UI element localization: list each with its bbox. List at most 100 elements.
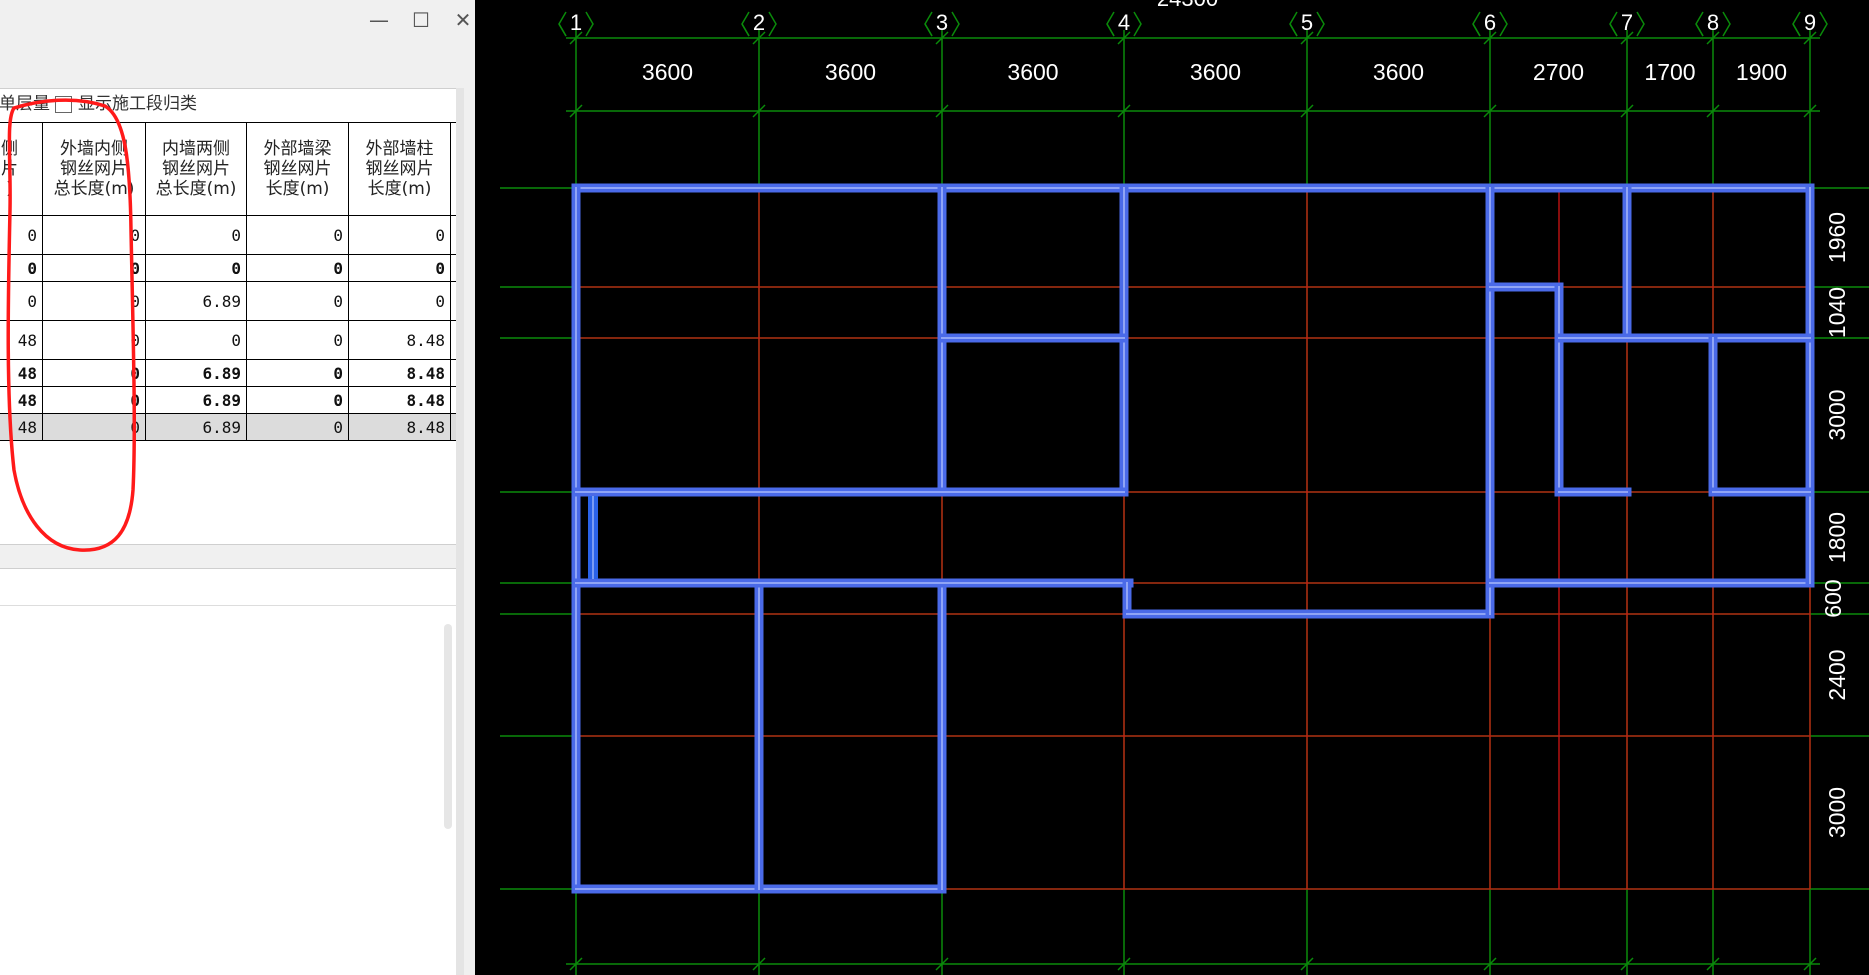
axis-label: 6	[1484, 10, 1496, 35]
table-cell[interactable]: 0	[348, 215, 451, 255]
table-cell[interactable]: 48	[0, 413, 43, 441]
construction-segment-checkbox[interactable]	[55, 96, 72, 113]
dimension-tick	[752, 104, 766, 118]
dimension-tick	[1803, 31, 1817, 45]
walls[interactable]	[571, 183, 1815, 894]
maximize-icon[interactable]: ☐	[412, 8, 430, 32]
dimension-tick	[1117, 957, 1131, 971]
table-cell[interactable]: 0	[42, 386, 146, 414]
top-dimension-label: 1700	[1644, 59, 1695, 85]
display-options-bar: 单层量 显示施工段归类	[0, 89, 460, 119]
dimension-tick	[935, 31, 949, 45]
dimension-tick	[1706, 957, 1720, 971]
dimension-tick	[1483, 104, 1497, 118]
table-cell[interactable]: 0	[0, 281, 43, 321]
table-cell[interactable]: 0	[0, 215, 43, 255]
table-cell[interactable]: 0	[42, 359, 146, 387]
dimension-tick	[1620, 104, 1634, 118]
axis-bubble-2[interactable]: 2	[741, 10, 777, 37]
axis-bubble-edge	[1106, 23, 1115, 37]
dimension-tick	[1483, 31, 1497, 45]
table-cell[interactable]: 0	[145, 215, 247, 255]
axis-label: 7	[1621, 10, 1633, 35]
dimension-tick	[935, 104, 949, 118]
axis-bubble-edge	[1289, 23, 1298, 37]
table-cell[interactable]: 0	[42, 320, 146, 360]
table-cell[interactable]: 0	[42, 254, 146, 282]
column-header-c1[interactable]: 外墙内侧 钢丝网片 总长度(m)	[42, 122, 146, 216]
table-cell[interactable]: 0	[246, 254, 349, 282]
dimension-tick	[1803, 104, 1817, 118]
table-cell[interactable]: 0	[246, 320, 349, 360]
table-cell[interactable]: 6.89	[145, 386, 247, 414]
side-dimension-label: 1800	[1824, 512, 1850, 563]
top-dimension-label: 3600	[825, 59, 876, 85]
minimize-icon[interactable]: —	[369, 8, 389, 32]
table-cell[interactable]: 0	[145, 320, 247, 360]
dimension-tick	[1620, 31, 1634, 45]
panel-scrollbar[interactable]	[456, 88, 464, 975]
axis-bubble-1[interactable]: 1	[558, 10, 594, 37]
table-cell[interactable]: 0	[348, 281, 451, 321]
dimension-tick	[1483, 957, 1497, 971]
column-header-c4[interactable]: 外部墙柱 钢丝网片 长度(m)	[348, 122, 451, 216]
table-cell[interactable]: 8.48	[348, 320, 451, 360]
table-cell[interactable]: 0	[348, 254, 451, 282]
axis-bubble-7[interactable]: 7	[1609, 10, 1645, 37]
column-header-c2[interactable]: 内墙两侧 钢丝网片 总长度(m)	[145, 122, 247, 216]
axis-bubble-3[interactable]: 3	[924, 10, 960, 37]
table-cell[interactable]: 0	[42, 215, 146, 255]
table-cell[interactable]: 8.48	[348, 359, 451, 387]
side-dimension-label: 1040	[1824, 287, 1850, 338]
dimension-tick	[1300, 104, 1314, 118]
axis-label: 1	[570, 10, 582, 35]
table-cell[interactable]: 6.89	[145, 359, 247, 387]
table-cell[interactable]: 0	[246, 359, 349, 387]
dimension-tick	[569, 957, 583, 971]
table-cell[interactable]	[450, 413, 459, 441]
table-cell[interactable]: 8.48	[348, 413, 451, 441]
axis-bubble-4[interactable]: 4	[1106, 10, 1142, 37]
table-cell[interactable]: 6.89	[145, 281, 247, 321]
table-cell[interactable]: 0	[145, 254, 247, 282]
table-cell[interactable]: 6.89	[145, 413, 247, 441]
top-dimension-label: 3600	[1007, 59, 1058, 85]
top-dimension-label: 1900	[1736, 59, 1787, 85]
top-dimension-label: 3600	[642, 59, 693, 85]
table-cell[interactable]: 48	[0, 386, 43, 414]
column-header-c3[interactable]: 外部墙梁 钢丝网片 长度(m)	[246, 122, 349, 216]
detail-scrollbar[interactable]	[444, 624, 452, 829]
table-cell[interactable]: 0	[246, 386, 349, 414]
axis-bubble-6[interactable]: 6	[1472, 10, 1508, 37]
axis-bubble-9[interactable]: 9	[1792, 10, 1828, 37]
table-cell[interactable]: 48	[0, 359, 43, 387]
table-cell[interactable]: 0	[42, 413, 146, 441]
quantity-table: 侧 片 )外墙内侧 钢丝网片 总长度(m)内墙两侧 钢丝网片 总长度(m)外部墙…	[0, 122, 459, 441]
table-cell[interactable]: 0	[246, 281, 349, 321]
axis-bubble-5[interactable]: 5	[1289, 10, 1325, 37]
table-cell[interactable]: 0	[246, 413, 349, 441]
close-icon[interactable]: ✕	[454, 8, 472, 32]
axis-bubble-edge	[741, 23, 750, 37]
construction-segment-label[interactable]: 显示施工段归类	[78, 94, 197, 114]
axis-bubble-8[interactable]: 8	[1695, 10, 1731, 37]
table-cell[interactable]: 48	[0, 320, 43, 360]
side-dimension-label: 1960	[1824, 212, 1850, 263]
column-header-c0[interactable]: 侧 片 )	[0, 122, 43, 216]
table-cell[interactable]: 0	[246, 215, 349, 255]
axis-label: 8	[1707, 10, 1719, 35]
table-cell[interactable]: 0	[42, 281, 146, 321]
table-cell[interactable]: 0	[0, 254, 43, 282]
panel-separator[interactable]	[475, 0, 480, 975]
table-cell[interactable]: 8.48	[348, 386, 451, 414]
dimension-tick	[1300, 957, 1314, 971]
dimension-tick	[752, 957, 766, 971]
